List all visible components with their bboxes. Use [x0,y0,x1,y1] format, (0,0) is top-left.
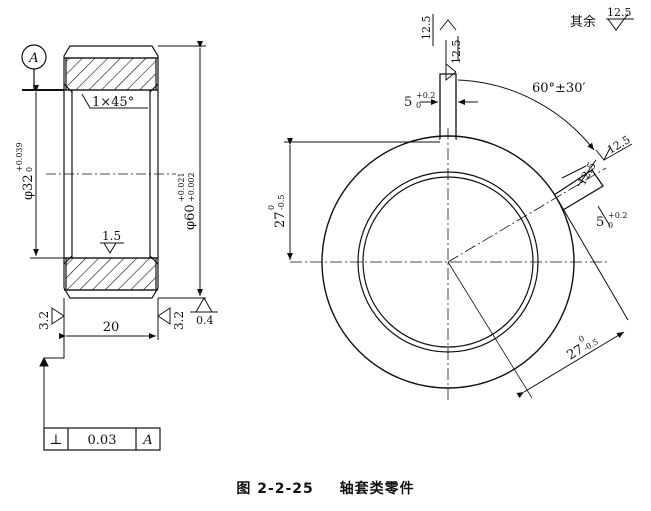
inner-diameter-dim [30,85,64,259]
svg-text:+0.021: +0.021 [177,172,186,202]
depth-left-dim: 27 0 -0.5 [267,138,440,260]
outer-diameter-label: φ60 +0.021 +0.002 [177,172,198,230]
svg-text:其余: 其余 [570,14,596,30]
svg-text:27: 27 [565,342,587,363]
svg-text:27: 27 [273,211,288,228]
slot-width-side-dim: 5 +0.2 0 [596,205,627,230]
svg-text:0: 0 [416,101,421,110]
svg-text:5: 5 [404,95,412,110]
svg-text:+0.2: +0.2 [416,91,435,100]
slot-width-top-dim: 5 +0.2 0 [404,91,478,110]
inner-diameter-label: φ32 +0.039 0 [15,142,36,200]
top-wall-hatch [65,57,157,91]
angle-dim: 60°±30′ [457,79,595,151]
datum-a-symbol: A [21,44,64,91]
figure-title: 轴套类零件 [339,481,415,497]
bottom-wall-hatch [65,257,157,291]
svg-text:+0.002: +0.002 [187,172,196,202]
angle-label: 60°±30′ [532,81,585,96]
angled-keyway [553,169,604,211]
svg-text:0.4: 0.4 [196,314,214,327]
svg-text:+0.039: +0.039 [15,142,24,172]
figure-number: 图 2-2-25 [236,481,314,497]
fcf-symbol: ⊥ [49,432,62,448]
svg-text:12.5: 12.5 [605,133,633,157]
svg-text:+0.2: +0.2 [608,211,627,220]
svg-text:12.5: 12.5 [420,16,433,41]
svg-text:3.2: 3.2 [37,311,51,330]
svg-text:12.5: 12.5 [575,160,599,188]
fcf-leader [39,340,65,428]
svg-text:φ60: φ60 [183,204,198,230]
slot-roughness-top: 12.5 12.5 [420,14,463,82]
flatness-symbol: 0.4 [190,296,218,327]
svg-text:5: 5 [596,215,604,230]
fcf-tolerance: 0.03 [88,433,117,448]
feature-control-frame: ⊥ 0.03 A [43,427,161,451]
outer-diameter-dim [158,41,206,299]
slot-roughness-angled [561,143,633,187]
top-keyway [439,73,457,140]
svg-text:0: 0 [608,221,613,230]
bore-roughness-symbol: 1.5 [100,229,124,254]
svg-text:12.5: 12.5 [607,6,632,19]
face-roughness-left: 3.2 [37,298,65,340]
svg-text:1.5: 1.5 [102,229,121,243]
part-outline [63,45,159,299]
chamfer-callout: 1×45° [81,93,148,110]
datum-label: A [28,51,38,66]
face-roughness-right: 3.2 [157,298,186,340]
chamfer-label: 1×45° [92,95,134,110]
fcf-datum: A [142,433,152,448]
svg-text:0: 0 [577,334,586,344]
width-label: 20 [103,320,120,335]
svg-text:3.2: 3.2 [172,311,186,330]
figure-caption: 图 2-2-25 轴套类零件 [0,478,651,498]
other-roughness-note: 其余 12.5 [570,6,634,31]
svg-text:-0.5: -0.5 [277,195,286,210]
side-section-view [46,45,176,299]
svg-text:0: 0 [25,167,34,172]
svg-text:φ32: φ32 [21,174,36,200]
svg-text:12.5: 12.5 [450,40,463,65]
svg-text:0: 0 [267,205,276,210]
front-view [290,73,610,400]
